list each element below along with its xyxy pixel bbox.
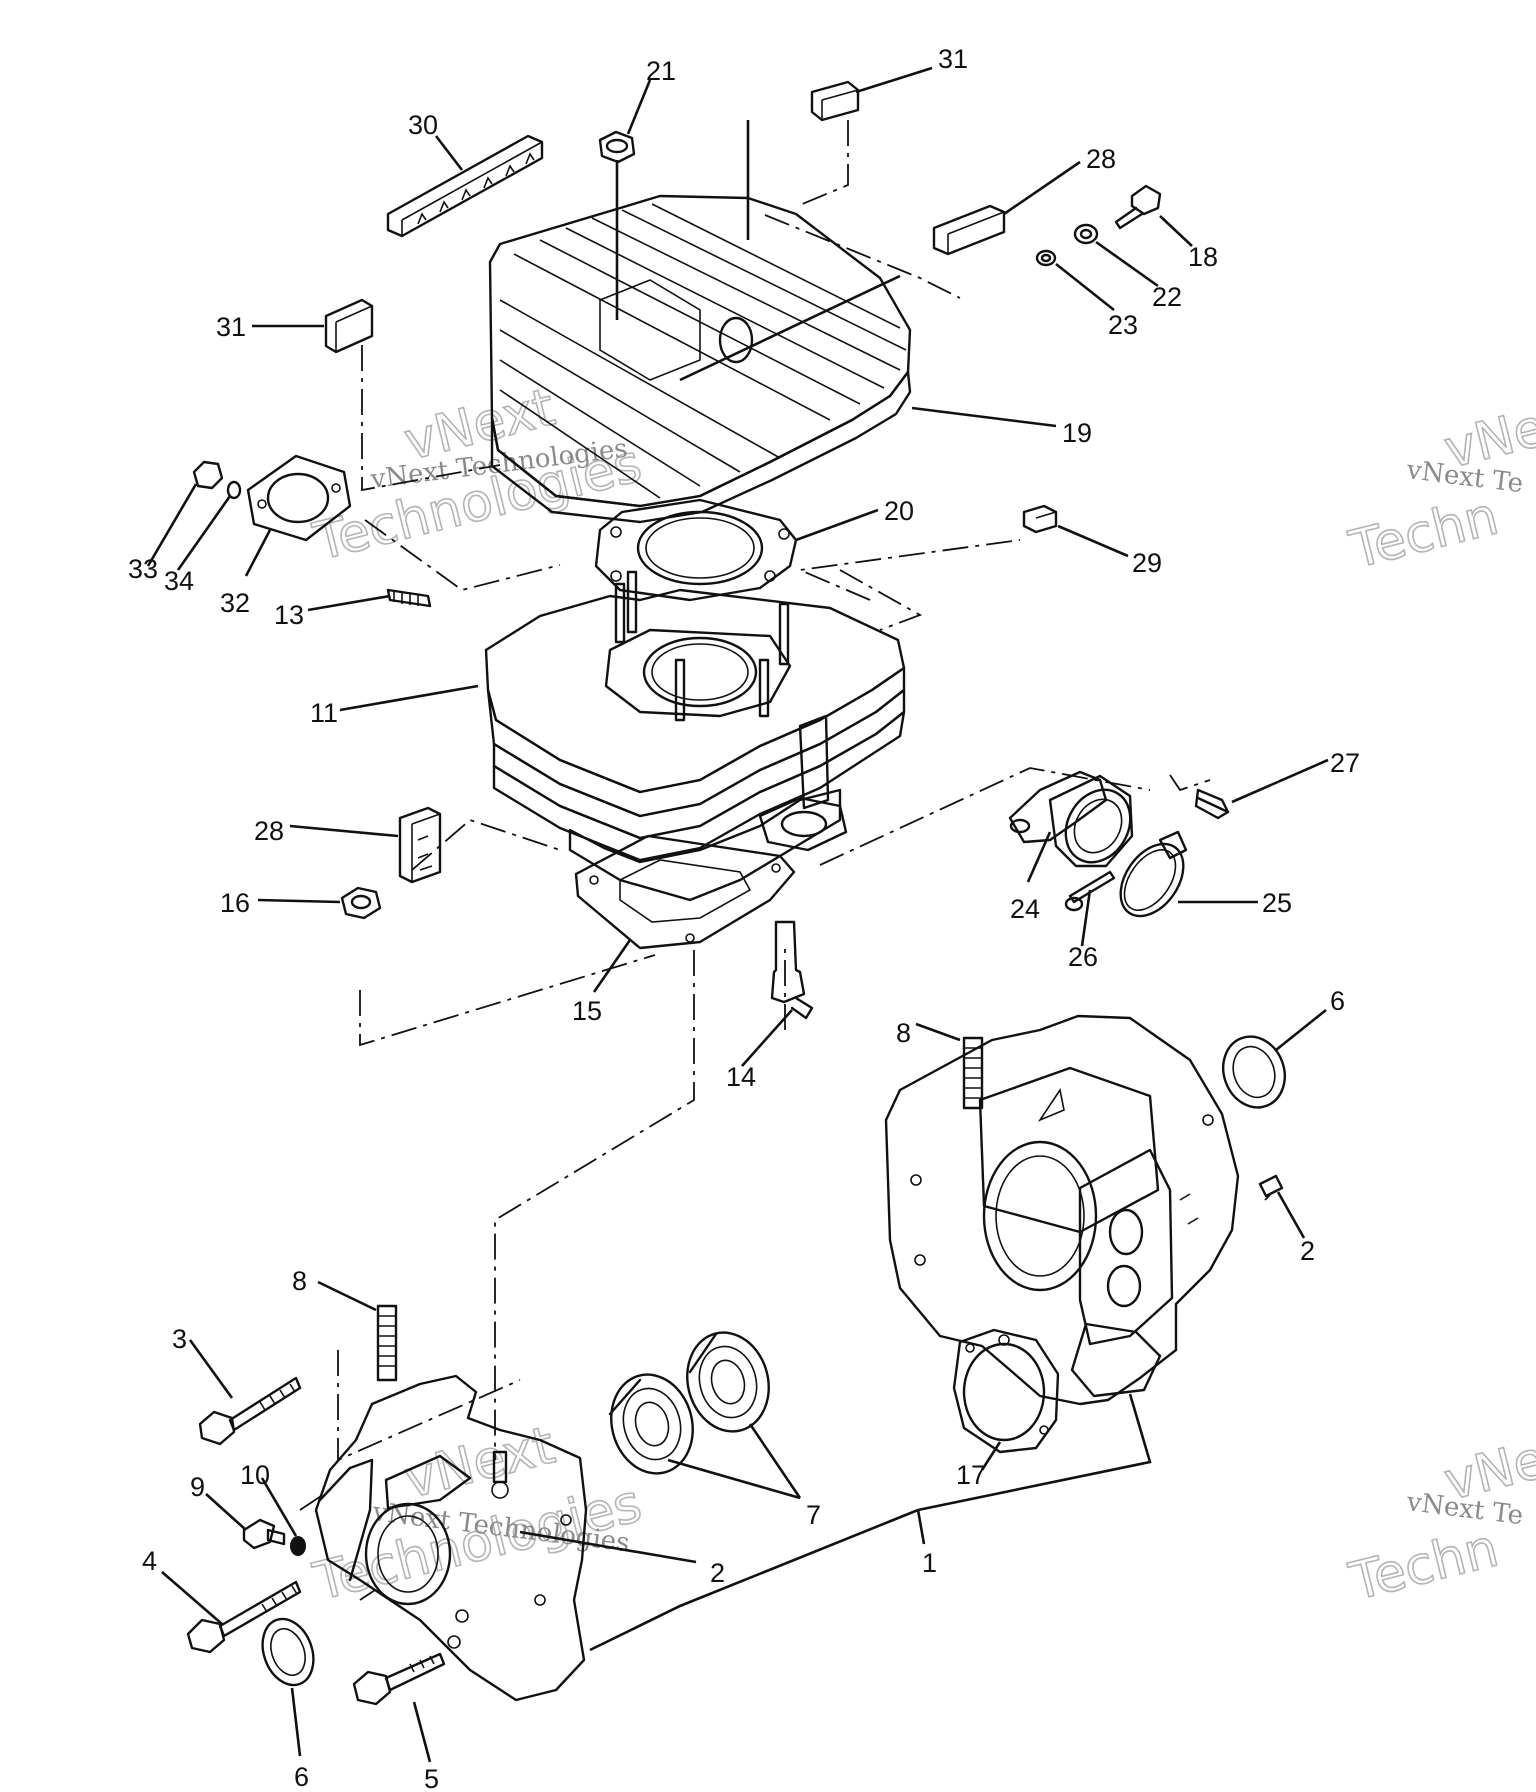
cylinder-11 <box>484 570 906 902</box>
damper-block-28-left <box>398 806 442 884</box>
callout-34: 34 <box>164 566 194 596</box>
stud-13 <box>386 588 432 608</box>
callout-3: 3 <box>172 1324 187 1354</box>
callout-7: 7 <box>806 1500 821 1530</box>
bolt-3 <box>198 1376 302 1446</box>
watermark-edge-big-2: Techn <box>1344 486 1504 581</box>
callout-33: 33 <box>128 554 158 584</box>
callout-11: 11 <box>310 698 338 728</box>
callout-16: 16 <box>220 888 250 918</box>
callout-15: 15 <box>572 996 602 1026</box>
callout-8-left: 8 <box>292 1266 307 1296</box>
callout-26: 26 <box>1068 942 1098 972</box>
damper-strip-30 <box>386 134 544 238</box>
callout-2-right: 2 <box>1300 1236 1315 1266</box>
callout-17: 17 <box>956 1460 986 1490</box>
leader-lines <box>146 66 1329 1763</box>
callout-14: 14 <box>726 1062 756 1092</box>
watermark-edge-big-4: Techn <box>1344 1518 1504 1613</box>
callout-29: 29 <box>1132 548 1162 578</box>
main-bearing-7-b <box>686 1331 770 1433</box>
dowel-pin-2-right <box>1258 1174 1284 1198</box>
callout-5: 5 <box>424 1764 439 1792</box>
callout-6-right: 6 <box>1330 986 1345 1016</box>
plug-10 <box>290 1536 306 1556</box>
callout-18: 18 <box>1188 242 1218 272</box>
callout-27: 27 <box>1330 748 1360 778</box>
callout-19: 19 <box>1062 418 1092 448</box>
stud-8-left <box>376 1304 398 1382</box>
callout-20: 20 <box>884 496 914 526</box>
callout-9: 9 <box>190 1472 205 1502</box>
callout-4: 4 <box>142 1546 157 1576</box>
bolt-washers-18-22-23 <box>1035 184 1162 267</box>
crankcase-right-half <box>884 1014 1240 1406</box>
callout-2-left: 2 <box>710 1558 725 1588</box>
crank-seal-6-right <box>1222 1035 1286 1109</box>
damper-block-31-top <box>810 80 860 122</box>
main-bearing-7-a <box>608 1373 694 1475</box>
callout-30: 30 <box>408 110 438 140</box>
cylinder-head-nut-21 <box>598 130 636 320</box>
callout-28-top: 28 <box>1086 144 1116 174</box>
head-gasket-20 <box>594 498 798 602</box>
sensor-14 <box>770 920 814 1020</box>
callout-labels: 21 31 30 28 18 22 23 31 19 20 29 33 34 3… <box>128 44 1360 1792</box>
cylinder-head-19 <box>488 120 912 524</box>
crank-seal-6-left <box>261 1617 315 1687</box>
gasket-17 <box>952 1328 1060 1454</box>
clamp-25 <box>1119 830 1188 918</box>
bolt-27 <box>1194 788 1230 820</box>
callout-28-left: 28 <box>254 816 284 846</box>
intake-gasket-32 <box>246 454 352 542</box>
callout-6-left: 6 <box>294 1762 309 1792</box>
crankcase-left-half <box>314 1374 588 1702</box>
stud-8-right <box>962 1036 984 1110</box>
cylinder-base-gasket-15 <box>574 834 796 950</box>
intake-manifold-24 <box>1008 770 1134 868</box>
bolt-9 <box>242 1518 286 1550</box>
screw-26 <box>1064 870 1116 912</box>
callout-10: 10 <box>240 1460 270 1490</box>
callout-31-top: 31 <box>938 44 968 74</box>
callout-25: 25 <box>1262 888 1292 918</box>
nut-washer-33-34 <box>192 460 242 500</box>
bolt-5 <box>352 1652 446 1706</box>
callout-23: 23 <box>1108 310 1138 340</box>
callout-21: 21 <box>646 56 676 86</box>
callout-31-left: 31 <box>216 312 246 342</box>
callout-22: 22 <box>1152 282 1182 312</box>
callout-1: 1 <box>922 1548 937 1578</box>
callout-32: 32 <box>220 588 250 618</box>
damper-block-29 <box>1022 504 1058 534</box>
cylinder-base-nut-16 <box>340 886 382 920</box>
damper-block-31-left <box>324 298 374 354</box>
callout-24: 24 <box>1010 894 1040 924</box>
callout-13: 13 <box>274 600 304 630</box>
damper-block-28-top <box>932 204 1006 256</box>
bolt-4 <box>186 1580 302 1654</box>
callout-8-right: 8 <box>896 1018 911 1048</box>
